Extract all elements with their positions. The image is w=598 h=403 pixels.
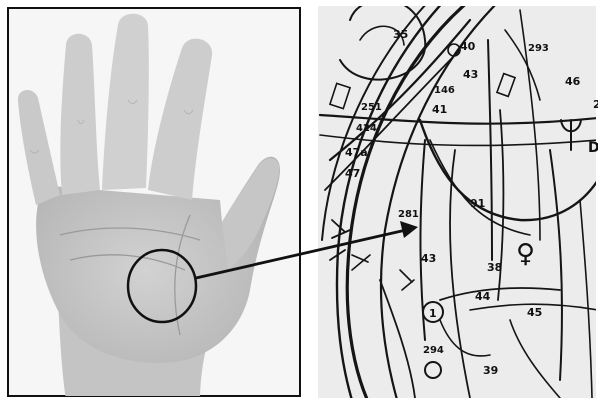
label-293: 293 bbox=[528, 43, 549, 54]
label-91: 91 bbox=[470, 197, 485, 210]
label-40: 40 bbox=[460, 40, 476, 53]
label-43-lower: 43 bbox=[421, 252, 436, 265]
label-45: 45 bbox=[527, 306, 542, 319]
label-35: 35 bbox=[393, 28, 408, 41]
label-38: 38 bbox=[487, 261, 502, 274]
d-glyph: D bbox=[588, 140, 598, 156]
label-44: 44 bbox=[475, 290, 491, 303]
venus-symbol-icon: ♀ bbox=[516, 239, 535, 269]
hand-photo-panel bbox=[8, 8, 300, 400]
label-281: 281 bbox=[398, 209, 419, 220]
label-43-upper: 43 bbox=[463, 68, 478, 81]
label-39: 39 bbox=[483, 364, 498, 377]
label-424: 424 bbox=[356, 123, 377, 134]
label-46: 46 bbox=[565, 75, 581, 88]
detail-panel-background bbox=[318, 6, 596, 398]
label-2: 2 bbox=[593, 98, 598, 111]
label-1: 1 bbox=[429, 307, 437, 320]
label-251: 251 bbox=[361, 102, 382, 113]
label-47: 47 bbox=[345, 167, 360, 180]
label-146: 146 bbox=[434, 85, 455, 96]
label-41: 41 bbox=[432, 103, 447, 116]
palm-detail-panel: 35 40 293 43 46 2 251 146 424 41 47a 47 … bbox=[318, 0, 598, 403]
label-47a: 47a bbox=[345, 146, 368, 159]
label-294: 294 bbox=[423, 345, 444, 356]
